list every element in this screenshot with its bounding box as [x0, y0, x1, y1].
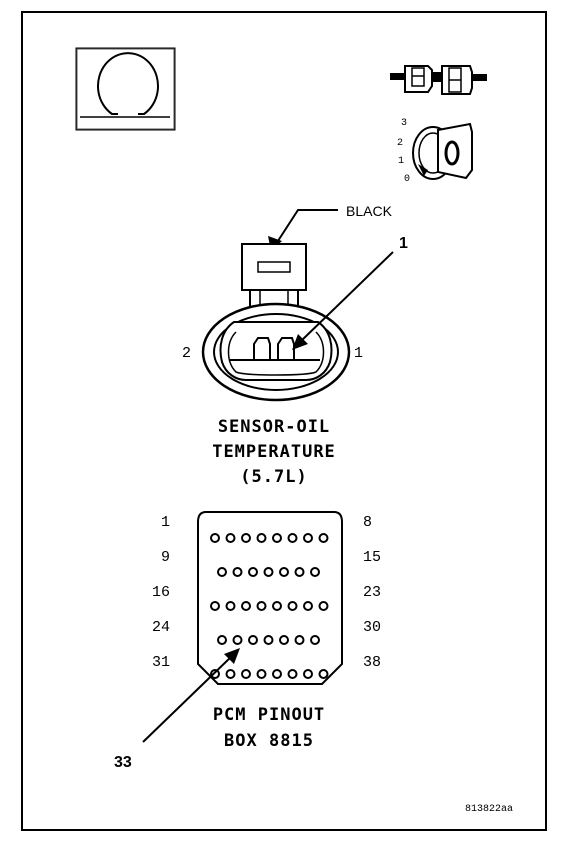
wire-color-label: BLACK: [346, 203, 393, 219]
sensor-title-line3: (5.7L): [240, 467, 307, 487]
sensor-title-line2: TEMPERATURE: [212, 442, 336, 462]
pcm-pin: [287, 601, 298, 611]
pcm-row-end-label: 30: [363, 619, 381, 636]
pcm-pin: [217, 635, 227, 645]
pcm-pin: [232, 567, 243, 577]
pcm-row-start-label: 24: [152, 619, 170, 636]
sensor-title-line1: SENSOR-OIL: [218, 417, 330, 437]
pcm-pin: [217, 567, 227, 577]
figure-id: 813822aa: [465, 804, 513, 815]
pcm-row-start-label: 9: [161, 549, 170, 566]
pcm-row-start-label: 16: [152, 584, 170, 601]
key-position-0: 0: [404, 174, 410, 185]
key-position-1: 1: [398, 156, 404, 167]
pcm-pin: [318, 533, 329, 543]
pcm-pin: [272, 669, 282, 679]
pcm-pin: [303, 669, 313, 679]
connector-disconnect-icon: [390, 65, 487, 95]
sensor-connector: [201, 243, 351, 402]
key-position-3: 3: [401, 118, 407, 129]
pcm-pin: [287, 533, 298, 543]
pcm-pin: [310, 567, 320, 577]
pcm-pin: [279, 635, 289, 645]
pcm-row-start-label: 1: [161, 514, 170, 531]
pcm-row-end-label: 23: [363, 584, 381, 601]
pcm-pin: [303, 601, 313, 611]
pcm-pin: [294, 567, 305, 577]
callout-1-label: 1: [399, 235, 408, 252]
cavity-2-label: 2: [182, 345, 191, 362]
ignition-key-icon: 3 2 1 0: [397, 118, 473, 185]
pcm-pin: [256, 669, 267, 679]
pcm-pin: [318, 601, 329, 611]
pcm-pin: [241, 601, 251, 611]
pcm-row-labels: 1 8 9 15 16 23 24 30 31 38: [152, 514, 381, 671]
pcm-title-line1: PCM PINOUT: [213, 705, 325, 725]
callout-33-arrowhead: [224, 648, 240, 664]
pcm-row-end-label: 8: [363, 514, 372, 531]
pcm-pin: [210, 601, 220, 611]
diagram-frame: [21, 11, 547, 831]
callout-33-leader: [142, 655, 233, 743]
pcm-pin: [241, 669, 251, 679]
wire-color-leader: [275, 209, 338, 245]
pcm-pin: [225, 669, 236, 679]
pcm-pin: [318, 669, 329, 679]
pcm-pin: [210, 533, 220, 543]
pcm-pin: [303, 533, 313, 543]
pcm-pin: [248, 635, 258, 645]
pcm-pin-grid: [210, 533, 329, 679]
cavity-1-label: 1: [354, 345, 363, 362]
pcm-pin: [248, 567, 258, 577]
callout-1-leader: [299, 251, 394, 343]
pcm-pin: [256, 601, 267, 611]
pcm-pin: [272, 601, 282, 611]
pcm-row-start-label: 31: [152, 654, 170, 671]
resistance-ohm-icon: [75, 47, 176, 131]
pcm-pin: [210, 669, 220, 679]
pcm-pin: [225, 533, 236, 543]
pcm-row-end-label: 15: [363, 549, 381, 566]
pcm-pin: [272, 533, 282, 543]
pcm-pin: [256, 533, 267, 543]
pcm-pin: [232, 635, 243, 645]
pcm-pin: [279, 567, 289, 577]
pcm-pin: [225, 601, 236, 611]
pcm-pin: [263, 635, 274, 645]
pcm-pin: [310, 635, 320, 645]
pcm-pin: [287, 669, 298, 679]
pcm-row-end-label: 38: [363, 654, 381, 671]
pcm-pin: [241, 533, 251, 543]
callout-1-arrowhead: [292, 334, 308, 350]
pcm-pin: [294, 635, 305, 645]
callout-33-label: 33: [114, 754, 132, 771]
key-position-2: 2: [397, 138, 403, 149]
pcm-pin: [263, 567, 274, 577]
pcm-title-line2: BOX 8815: [224, 731, 314, 751]
